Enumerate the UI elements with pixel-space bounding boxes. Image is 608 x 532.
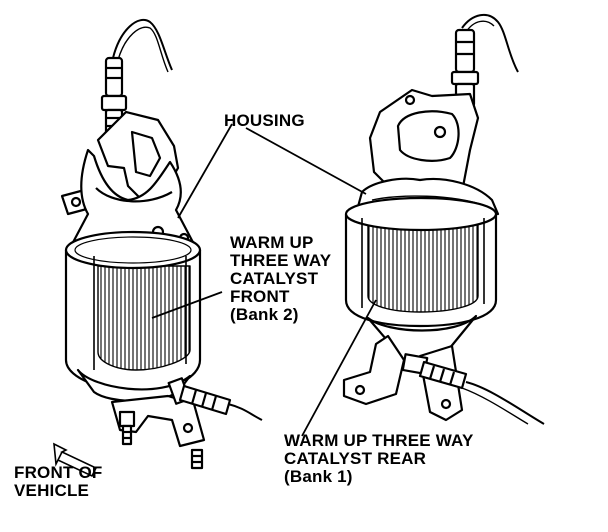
front-housing-funnel [68, 148, 198, 250]
rear-catalyst-core [367, 221, 479, 313]
housing-leader-front [177, 123, 233, 219]
front-catalyst-label-line-3: CATALYST [230, 269, 319, 288]
front-catalyst-label: WARM UP THREE WAY CATALYST FRONT (Bank 2… [230, 234, 331, 324]
front-of-vehicle-label-line-2: VEHICLE [14, 481, 90, 500]
front-catalyst-label-line-5: (Bank 2) [230, 305, 299, 324]
rear-lower-bracket [342, 334, 406, 406]
front-catalyst-label-line-4: FRONT [230, 287, 290, 306]
front-of-vehicle-label: FRONT OF VEHICLE [14, 464, 102, 500]
rear-sensor-wire [461, 13, 519, 73]
housing-label: HOUSING [224, 112, 305, 130]
front-catalyst-leader [151, 291, 223, 319]
rear-catalyst-label-line-1: WARM UP THREE WAY [284, 431, 474, 450]
housing-leader-rear [245, 127, 367, 195]
rear-catalyst-label-line-3: (Bank 1) [284, 467, 353, 486]
housing-label-text: HOUSING [224, 111, 305, 130]
leader-lines [151, 123, 377, 437]
rear-lower-oxygen-sensor [401, 353, 545, 425]
front-of-vehicle-arrow-icon [53, 442, 98, 478]
front-sensor-wire [112, 19, 173, 71]
rear-catalytic-converter [342, 13, 545, 425]
front-catalyst-core [97, 265, 191, 371]
rear-catalyst-leader [301, 299, 377, 437]
front-catalytic-converter [60, 19, 263, 470]
front-mounting-studs [118, 410, 204, 470]
front-of-vehicle-label-line-1: FRONT OF [14, 463, 103, 482]
front-catalyst-label-line-1: WARM UP [230, 233, 314, 252]
front-lower-oxygen-sensor [167, 377, 263, 421]
front-catalyst-label-line-2: THREE WAY [230, 251, 332, 270]
rear-catalyst-label: WARM UP THREE WAY CATALYST REAR (Bank 1) [284, 432, 473, 486]
rear-catalyst-label-line-2: CATALYST REAR [284, 449, 427, 468]
